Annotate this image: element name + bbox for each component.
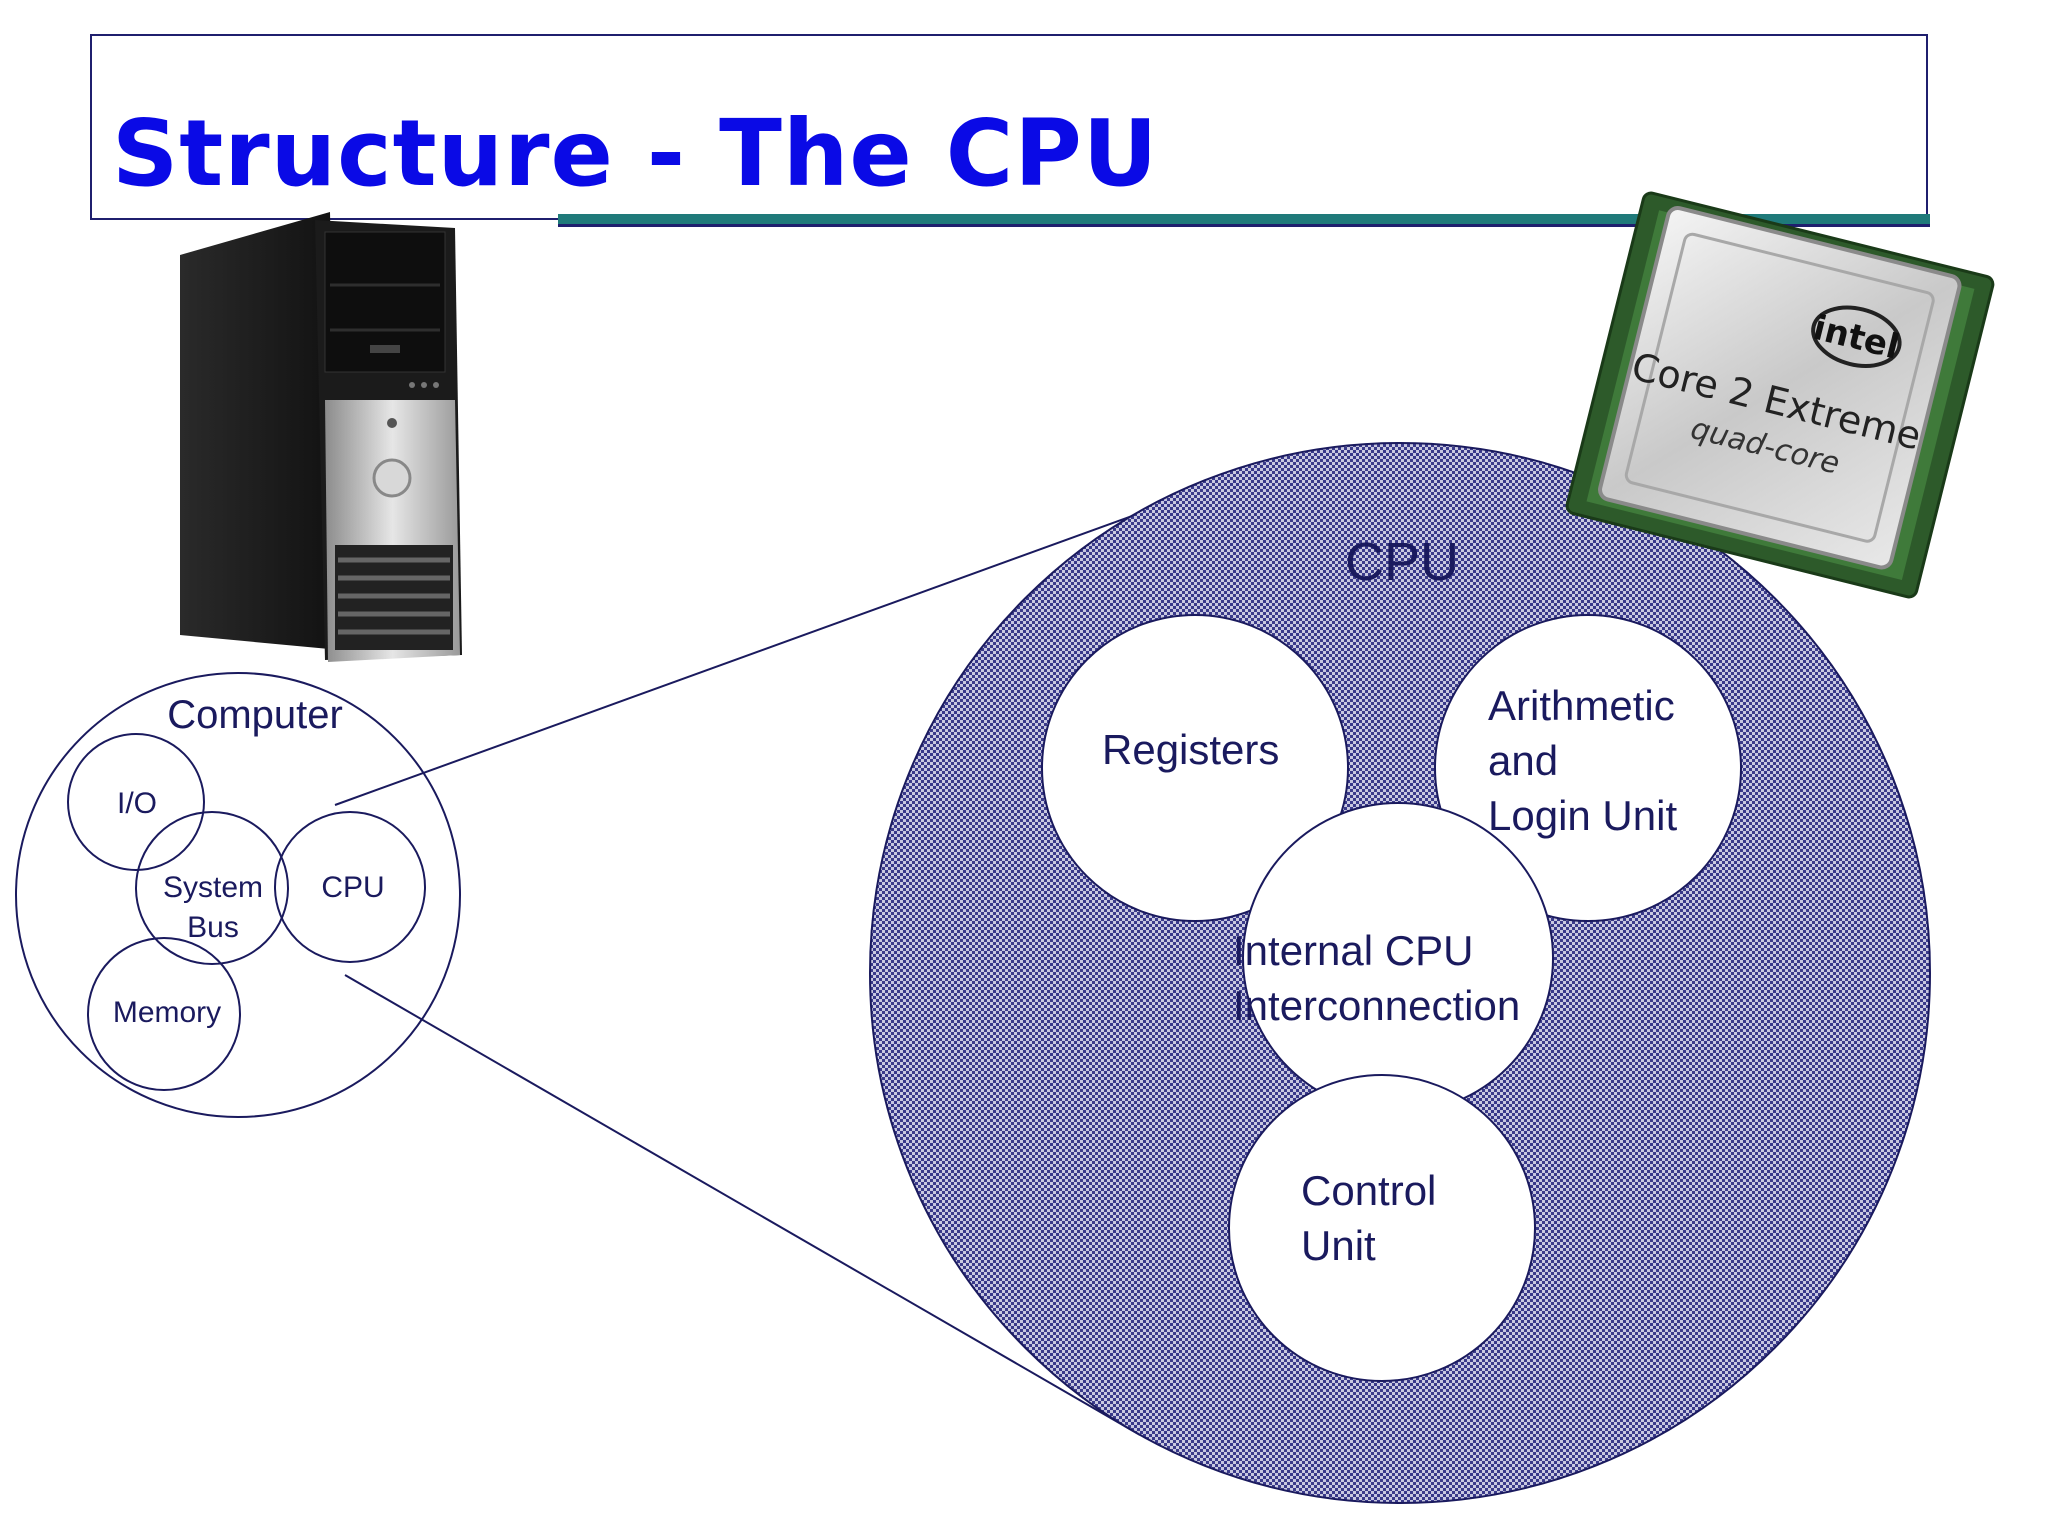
zoom-line-top — [334, 494, 1191, 806]
io-circle — [67, 733, 205, 871]
computer-circle — [15, 672, 461, 1118]
cpu-circle-small — [274, 811, 426, 963]
registers-label: Registers — [1102, 726, 1279, 773]
alu-label-1: Arithmetic — [1488, 682, 1675, 729]
control-unit-label-1: Control — [1301, 1167, 1436, 1214]
slide-title: Structure - The CPU — [112, 100, 1159, 207]
title-underline — [558, 214, 1930, 227]
computer-label: Computer — [167, 693, 343, 737]
control-unit-label-2: Unit — [1301, 1222, 1376, 1269]
interconnect-label-2: Interconnection — [1233, 982, 1520, 1029]
computer-diagram: Computer I/O System Bus CPU Memory — [15, 672, 461, 1118]
io-label: I/O — [117, 787, 157, 820]
memory-circle — [87, 937, 241, 1091]
zoom-line-bottom — [344, 974, 1141, 1436]
interconnect-label-1: Internal CPU — [1233, 927, 1473, 974]
cpu-label-small: CPU — [321, 871, 384, 904]
system-bus-circle — [135, 811, 289, 965]
system-bus-label-1: System — [163, 871, 263, 904]
registers-circle — [1041, 614, 1349, 922]
memory-label: Memory — [113, 996, 221, 1029]
intel-chip-image: intel Core 2 Extreme quad-core — [1565, 191, 1995, 599]
alu-label-3: Login Unit — [1488, 792, 1677, 839]
alu-label-2: and — [1488, 737, 1558, 784]
alu-circle — [1434, 614, 1742, 922]
system-bus-label-2: Bus — [187, 911, 239, 944]
cpu-label-large: CPU — [1345, 532, 1459, 592]
computer-tower-image — [180, 212, 462, 662]
control-unit-circle — [1228, 1074, 1536, 1382]
cpu-diagram: CPU Registers Arithmetic and Login Unit … — [869, 442, 1931, 1504]
